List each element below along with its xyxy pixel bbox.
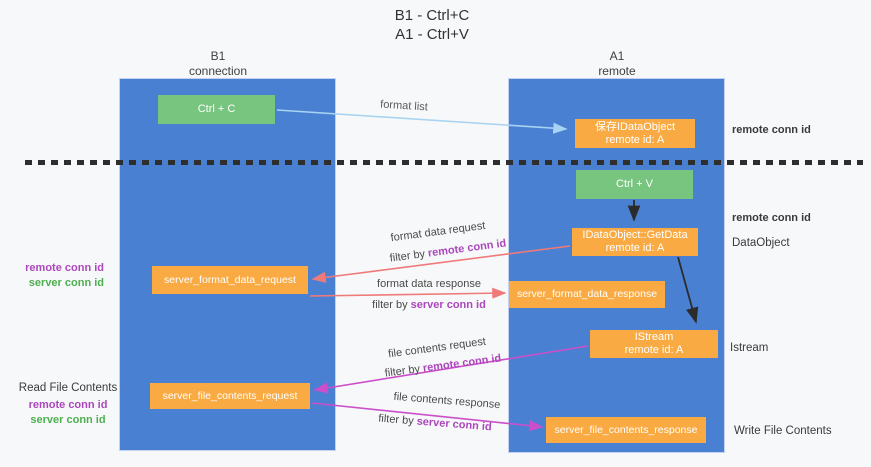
server-conn-id-highlight: server conn id [410, 299, 486, 311]
right-column-header: A1 remote [557, 49, 677, 79]
dataobject-label: DataObject [732, 237, 790, 249]
read-file-contents-block: Read File Contents remote conn id server… [16, 381, 120, 428]
idataobject-getdata-node: IDataObject::GetData remote id: A [572, 228, 698, 256]
server-format-data-request-label: server_format_data_request [164, 273, 296, 286]
right-column-role: remote [598, 64, 636, 78]
server-file-contents-request-node: server_file_contents_request [150, 383, 310, 409]
istream-node: IStream remote id: A [590, 330, 718, 358]
title-line-1: B1 - Ctrl+C [394, 7, 470, 24]
file-contents-response-arrow [311, 402, 544, 432]
server-format-data-request-node: server_format_data_request [152, 266, 308, 294]
format-list-arrow [276, 109, 568, 134]
read-file-contents-label: Read File Contents [18, 382, 118, 394]
getdata-to-istream-arrow [677, 256, 699, 324]
server-format-data-response-node: server_format_data_response [509, 281, 665, 308]
istream-side-label: Istream [730, 342, 769, 354]
mid-right-remote-conn-id-label: remote conn id [732, 212, 811, 224]
format-data-response-arrow [309, 287, 507, 299]
server-format-data-response-label: server_format_data_response [516, 288, 658, 300]
left-conn-id-block: remote conn id server conn id [20, 261, 104, 291]
ctrl-c-label: Ctrl + C [197, 103, 236, 115]
bottom-left-remote-conn-id-label: remote conn id [28, 399, 108, 411]
ctrl-c-node: Ctrl + C [158, 95, 275, 124]
server-file-contents-request-label: server_file_contents_request [162, 389, 298, 402]
server-file-contents-response-node: server_file_contents_response [546, 417, 706, 443]
clipboard-boundary-dashed-line [25, 160, 863, 165]
filter-by-prefix: filter by [372, 299, 408, 311]
istream-line2: remote id: A [624, 344, 684, 356]
right-column-name: A1 [609, 49, 625, 63]
title-line-2: A1 - Ctrl+V [395, 26, 469, 43]
format-data-response-label: format data response [377, 278, 481, 290]
format-data-request-arrow [311, 245, 571, 283]
page-title: B1 - Ctrl+C A1 - Ctrl+V [332, 6, 532, 44]
left-column-name: B1 [210, 49, 226, 63]
getdata-line2: remote id: A [605, 242, 665, 254]
getdata-line1: IDataObject::GetData [582, 229, 688, 241]
istream-line1: IStream [634, 331, 674, 343]
file-contents-request-arrow [313, 345, 589, 394]
server-file-contents-response-label: server_file_contents_response [554, 423, 698, 436]
top-right-remote-conn-id-label: remote conn id [732, 124, 811, 136]
write-file-contents-label: Write File Contents [734, 425, 832, 437]
ctrl-v-node: Ctrl + V [576, 170, 693, 199]
left-remote-conn-id-label: remote conn id [25, 262, 104, 274]
left-column-role: connection [188, 64, 248, 78]
left-server-conn-id-label: server conn id [28, 277, 104, 289]
bottom-left-server-conn-id-label: server conn id [30, 414, 106, 426]
store-idataobject-line1: 保存IDataObject [594, 120, 676, 133]
store-idataobject-node: 保存IDataObject remote id: A [575, 119, 695, 148]
store-idataobject-line2: remote id: A [605, 133, 665, 146]
ctrl-v-label: Ctrl + V [616, 178, 653, 190]
left-column-header: B1 connection [158, 49, 278, 79]
